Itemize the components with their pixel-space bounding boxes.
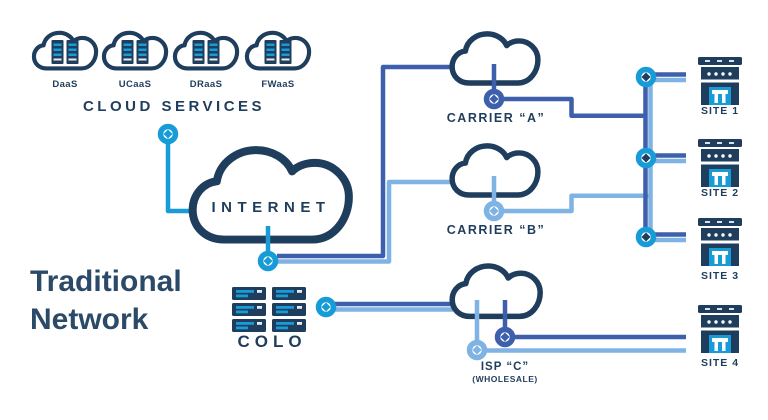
cloudservices-junction-dot — [161, 127, 176, 142]
colo-label: COLO — [237, 332, 307, 351]
cloud-service-label-draas: DRaaS — [189, 79, 223, 90]
isp-c-label: ISP “C” — [480, 361, 530, 373]
cloud-service-ucaas-icon — [104, 33, 166, 69]
page-title-line2: Network — [30, 303, 149, 336]
carrier-b-label: CARRIER “B” — [446, 223, 546, 237]
page-title-line1: Traditional — [30, 265, 182, 298]
site-3-building-icon — [698, 218, 742, 266]
link-carrier-a-trunk — [503, 96, 646, 118]
link-internet-carrier-a — [277, 64, 452, 259]
link-internet-carrier-b — [277, 179, 452, 264]
internet-label: INTERNET — [211, 199, 331, 216]
cloud-service-label-daas: DaaS — [52, 79, 78, 90]
site-1-building-icon — [698, 57, 742, 105]
isp-c-sublabel: (WHOLESALE) — [472, 374, 538, 384]
link-carrier-b-trunk — [503, 193, 651, 214]
cloud-service-draas-icon — [175, 33, 237, 69]
internet-junction-dot — [261, 254, 276, 269]
site-3-label: SITE 3 — [700, 270, 740, 282]
trunk-junction-dot-site1 — [639, 70, 654, 85]
site-4-label: SITE 4 — [700, 357, 740, 369]
carrier-a-junction-dot — [487, 92, 502, 107]
trunk-junction-dot-site3 — [639, 230, 654, 245]
site-4-building-icon — [698, 305, 742, 353]
cloud-service-fwaas-icon — [247, 33, 309, 69]
isp-right-junction-dot — [498, 330, 513, 345]
site-2-building-icon — [698, 139, 742, 187]
carrier-a-label: CARRIER “A” — [446, 111, 546, 125]
site-2-label: SITE 2 — [700, 187, 740, 199]
colo-server-rack-icon — [272, 287, 306, 332]
isp-left-junction-dot — [470, 343, 485, 358]
isp-c-cloud-icon — [452, 266, 540, 316]
colo-junction-dot — [319, 300, 334, 315]
cloud-service-label-ucaas: UCaaS — [118, 79, 152, 90]
colo-server-rack-icon — [232, 287, 266, 332]
cloud-service-daas-icon — [34, 33, 96, 69]
internet-cloud-icon — [193, 150, 349, 239]
site-1-label: SITE 1 — [700, 105, 740, 117]
cloud-service-label-fwaas: FWaaS — [261, 79, 295, 90]
cloud-services-title: CLOUD SERVICES — [82, 98, 266, 115]
trunk-junction-dot-site2 — [639, 151, 654, 166]
page-title: Traditional Network — [30, 263, 182, 339]
carrier-b-junction-dot — [487, 204, 502, 219]
